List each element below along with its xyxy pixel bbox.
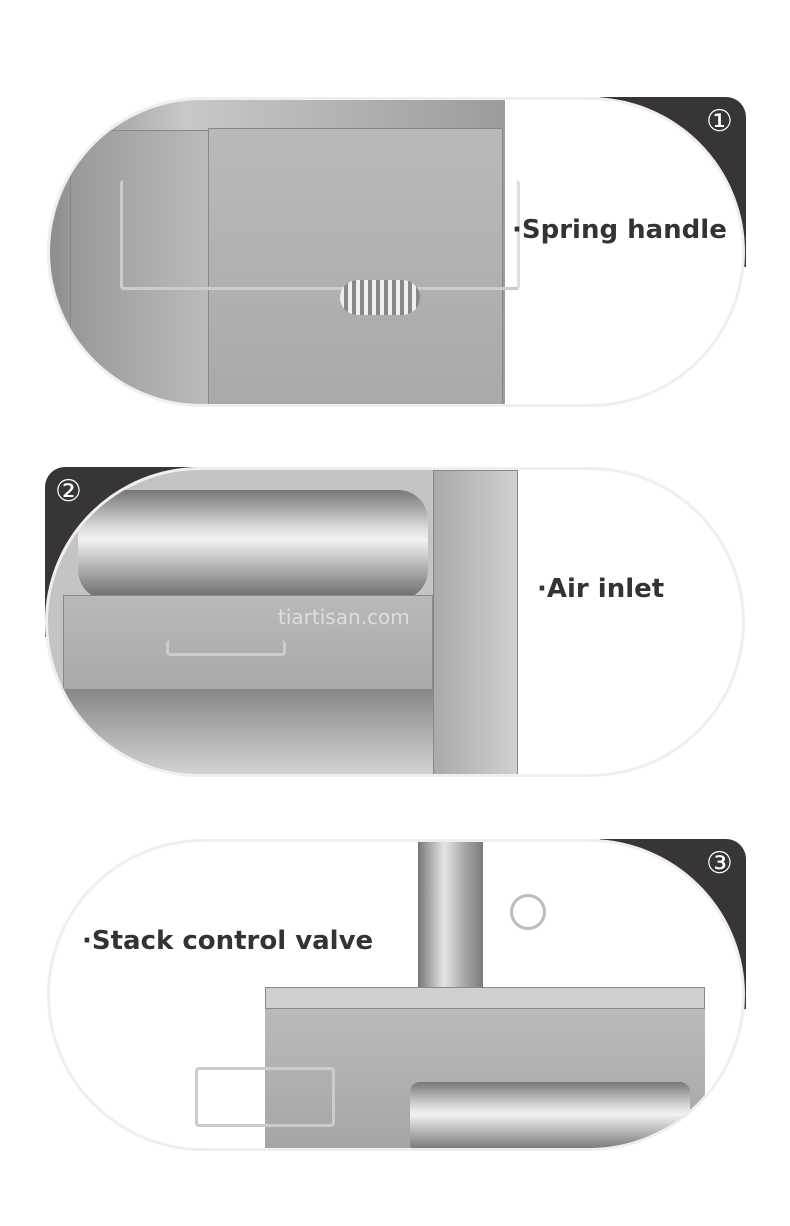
stove-photo-bottom — [265, 987, 705, 1148]
spring-handle — [120, 180, 520, 290]
air-inlet-plate — [63, 595, 433, 690]
panel-number-1: ① — [706, 104, 733, 139]
air-inlet-handle — [166, 640, 286, 656]
firebox-tube — [78, 490, 428, 600]
stove-right-side — [433, 470, 518, 774]
stove-side-panel — [70, 130, 210, 404]
panel-label-2: ·Air inlet — [537, 574, 665, 604]
panel-number-2: ② — [55, 474, 82, 509]
stove-top-edge — [265, 987, 705, 1009]
panel-label-1: ·Spring handle — [512, 215, 727, 245]
spring-coil — [340, 280, 420, 315]
watermark: tiartisan.com — [278, 605, 410, 629]
side-handle — [195, 1067, 335, 1127]
panel-label-3: ·Stack control valve — [82, 926, 374, 956]
panel-number-3: ③ — [706, 846, 733, 881]
stove-photo-middle: tiartisan.com — [48, 470, 518, 774]
feature-panel-spring-handle — [47, 97, 745, 407]
feature-panel-air-inlet: tiartisan.com — [45, 467, 745, 777]
stove-front-panel — [208, 128, 503, 404]
chimney-stack — [418, 842, 483, 992]
feature-panel-stack-control-valve — [47, 839, 745, 1151]
stove-photo-top — [50, 100, 520, 404]
stove-lower-cavity — [63, 690, 433, 774]
stack-valve-ring — [510, 894, 546, 930]
firebox-tube-bottom — [410, 1082, 690, 1148]
